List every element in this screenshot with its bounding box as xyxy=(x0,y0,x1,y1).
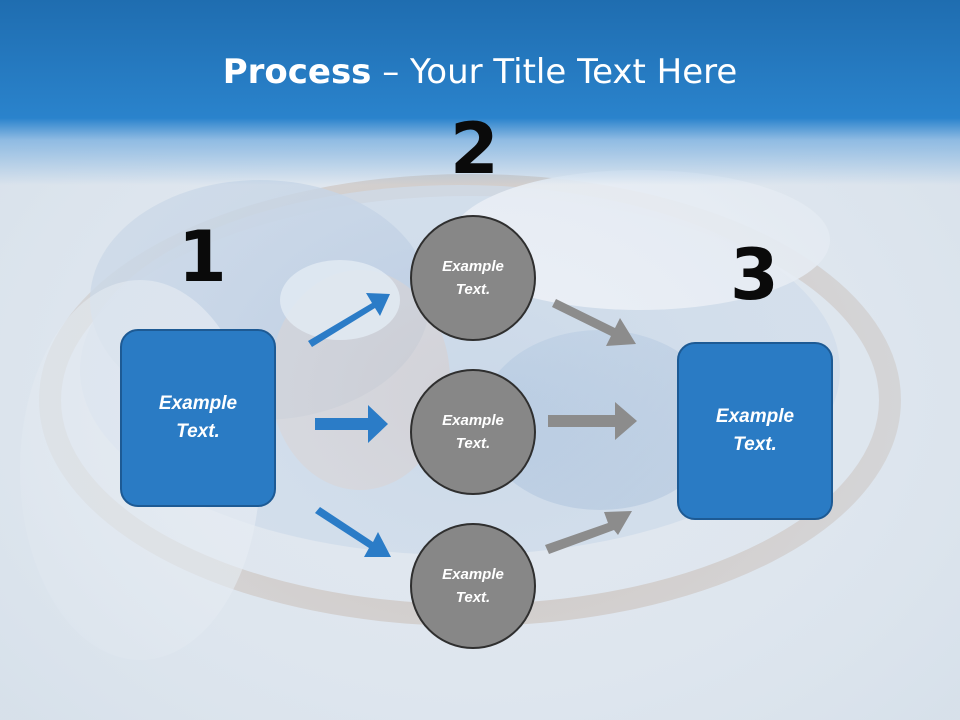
header-band xyxy=(0,0,960,185)
box-left-line1: Example xyxy=(158,392,238,414)
example-circle-bottom: Example Text. xyxy=(410,523,536,649)
title-bold: Process xyxy=(222,52,372,92)
title-rest: – Your Title Text Here xyxy=(371,52,738,92)
circle-top-line2: Text. xyxy=(455,281,491,298)
example-box-right: Example Text. xyxy=(677,342,833,520)
step-number-3: 3 xyxy=(730,234,779,316)
circle-top-line1: Example xyxy=(442,257,504,275)
circle-bot-line1: Example xyxy=(442,565,504,583)
step-number-2: 2 xyxy=(450,108,499,190)
box-right-line1: Example xyxy=(715,405,795,427)
circle-mid-line1: Example xyxy=(442,411,504,429)
box-left-line2: Text. xyxy=(176,421,220,442)
box-right-line2: Text. xyxy=(733,434,777,455)
example-box-left: Example Text. xyxy=(120,329,276,507)
slide-title: Process – Your Title Text Here xyxy=(0,52,960,92)
circle-bot-line2: Text. xyxy=(455,589,491,606)
example-circle-top: Example Text. xyxy=(410,215,536,341)
example-circle-middle: Example Text. xyxy=(410,369,536,495)
circle-mid-line2: Text. xyxy=(455,435,491,452)
step-number-1: 1 xyxy=(178,216,227,298)
